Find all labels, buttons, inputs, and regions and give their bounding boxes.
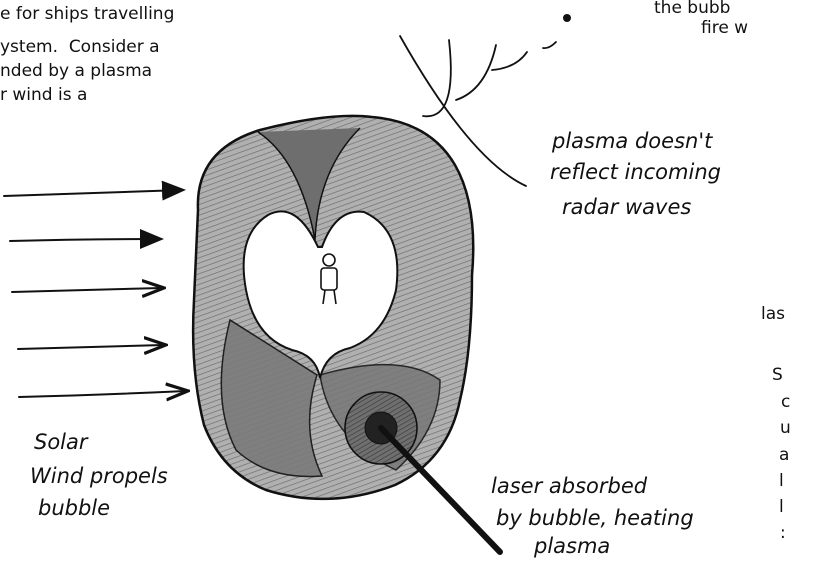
laser-note-line-2: by bubble, heating xyxy=(496,506,694,530)
plasma-note-line-2: reflect incoming xyxy=(550,160,721,184)
laser-note-line-1: laser absorbed xyxy=(491,474,648,498)
solar-wind-arrows xyxy=(4,190,186,397)
radar-source-dot xyxy=(563,14,571,22)
plasma-bubble xyxy=(193,116,500,552)
laser-note-line-3: plasma xyxy=(533,534,610,558)
solar-note-line-2: Wind propels xyxy=(30,464,168,488)
solar-note-line-3: bubble xyxy=(38,496,110,520)
laser-note: laser absorbed by bubble, heating plasma xyxy=(491,474,694,558)
solar-wind-note: Solar Wind propels bubble xyxy=(30,430,168,520)
plasma-note: plasma doesn't reflect incoming radar wa… xyxy=(550,129,721,219)
solar-note-line-1: Solar xyxy=(34,430,89,454)
plasma-note-line-1: plasma doesn't xyxy=(551,129,713,153)
plasma-note-line-3: radar waves xyxy=(562,195,691,219)
